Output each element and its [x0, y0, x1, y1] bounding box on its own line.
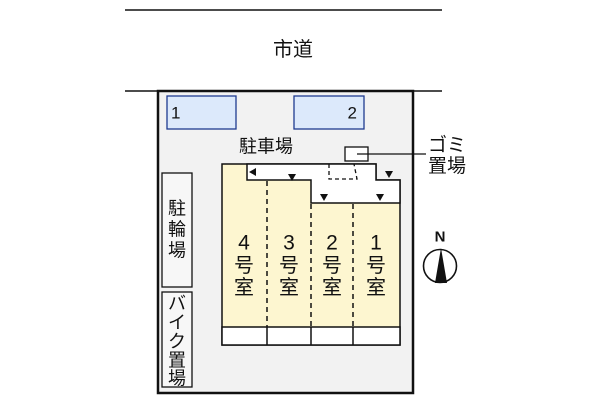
- room-char: 室: [279, 275, 299, 299]
- room-2: 2 号 室: [322, 232, 342, 300]
- bicycle-parking-char: 輪: [168, 220, 186, 241]
- bike-parking-char: ク: [168, 332, 186, 353]
- bike-parking-box: [161, 291, 193, 388]
- road-label: 市道: [273, 37, 313, 61]
- bike-parking-char: バ: [168, 294, 186, 315]
- room-char: 室: [322, 275, 342, 299]
- stair-outline: [328, 163, 358, 180]
- road: 市道: [125, 9, 442, 92]
- room-char: 号: [279, 253, 299, 277]
- bike-parking-char: イ: [168, 313, 186, 334]
- room-char: 号: [234, 253, 254, 277]
- room-char: 室: [366, 275, 386, 299]
- room-char: 室: [234, 275, 254, 299]
- parking-space-number: 1: [171, 104, 180, 123]
- arrow-left-icon: [249, 168, 256, 176]
- parking-label: 駐車場: [239, 137, 293, 158]
- parking-space-1: 1: [166, 95, 237, 130]
- garbage-label-line2: 置場: [428, 155, 466, 177]
- arrow-down-icon: [385, 171, 393, 178]
- parking-space-2: 2: [293, 95, 365, 130]
- compass-needle: [435, 248, 447, 283]
- bicycle-parking-box: [161, 172, 193, 288]
- bike-parking-char: 置: [168, 351, 186, 372]
- north-compass-icon: N: [422, 229, 458, 284]
- room-number: 4: [238, 232, 250, 255]
- room-number: 2: [326, 232, 338, 255]
- room-4: 4 号 室: [234, 232, 254, 300]
- bicycle-parking-char: 場: [168, 241, 186, 262]
- parking-space-box: [166, 95, 237, 130]
- building: 4 号 室 3 号 室 2 号 室 1 号 室: [221, 163, 401, 346]
- bicycle-parking-char: 駐: [168, 199, 186, 220]
- room-char: 号: [366, 253, 386, 277]
- parking-space-number: 2: [348, 104, 357, 123]
- garbage-area: ゴミ 置場: [344, 134, 466, 177]
- room-number: 3: [283, 232, 295, 255]
- bike-parking: バ イ ク 置 場: [161, 291, 193, 390]
- parking-space-box: [293, 95, 365, 130]
- room-char: 号: [322, 253, 342, 277]
- room-3: 3 号 室: [279, 232, 299, 300]
- compass-label: N: [435, 229, 446, 246]
- room-1: 1 号 室: [366, 232, 386, 300]
- arrow-down-icon: [288, 174, 296, 181]
- arrow-down-icon: [320, 194, 328, 201]
- bicycle-parking: 駐 輪 場: [161, 172, 193, 288]
- arrow-down-icon: [376, 194, 384, 201]
- corridor: [246, 163, 401, 204]
- bike-parking-char: 場: [168, 369, 186, 390]
- garbage-label-line1: ゴミ: [428, 134, 466, 156]
- room-number: 1: [370, 232, 382, 255]
